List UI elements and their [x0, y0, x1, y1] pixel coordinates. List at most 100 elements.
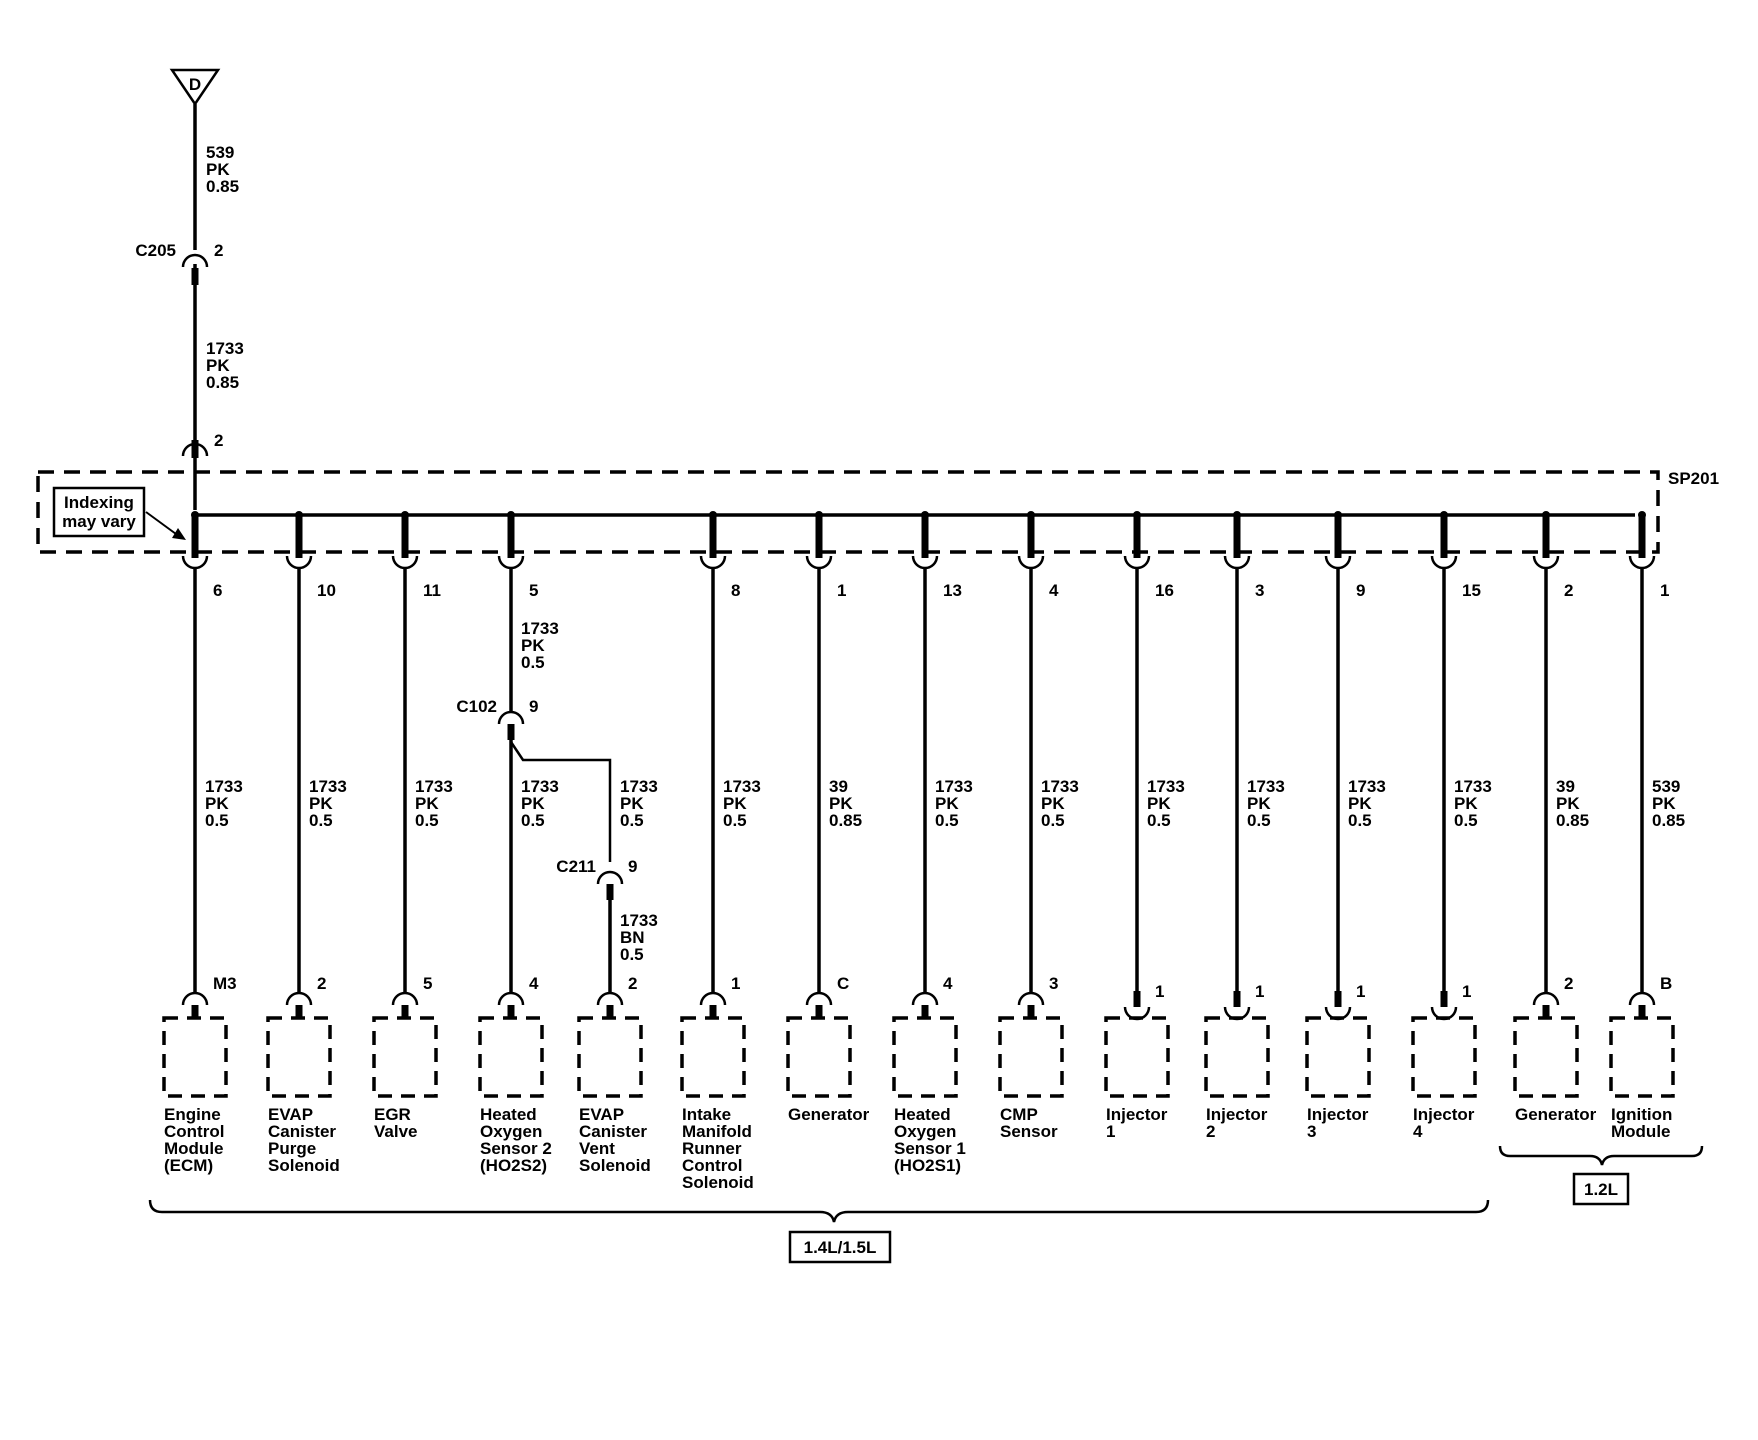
c211-name: C211	[556, 857, 596, 876]
component-box	[266, 1016, 332, 1098]
ground-label: D	[189, 75, 201, 94]
connector-c211: C211 9	[556, 857, 637, 876]
component-label-line: 3	[1307, 1122, 1316, 1141]
component-label-line: Runner	[682, 1139, 742, 1158]
c205-name: C205	[135, 241, 176, 260]
component-pin-label: 2	[628, 974, 637, 993]
component-label-line: Module	[1611, 1122, 1671, 1141]
component-pin-label: 2	[317, 974, 326, 993]
group-brace-a: 1.4L/1.5L	[148, 1199, 1490, 1264]
ho2s2-upper-circuit: 1733	[521, 619, 559, 638]
splice-pin-label: 9	[1356, 581, 1365, 600]
wire-label-line: 0.85	[829, 811, 862, 830]
wire-label-line: PK	[309, 794, 333, 813]
component-cup	[285, 991, 313, 1006]
wire-label-line: 0.5	[1041, 811, 1065, 830]
ground-symbol: D	[169, 68, 221, 107]
splice-pin-label: 5	[529, 581, 538, 600]
component-box	[998, 1016, 1064, 1098]
component-label-line: EVAP	[579, 1105, 624, 1124]
wire-label-line: 0.5	[935, 811, 959, 830]
component-label-line: Manifold	[682, 1122, 752, 1141]
wire-label-line: 0.85	[1556, 811, 1589, 830]
component-pin-label: 4	[529, 974, 539, 993]
component-pin-label: C	[837, 974, 849, 993]
top-wire-gauge: 0.85	[206, 177, 239, 196]
wire-label-line: 0.5	[1247, 811, 1271, 830]
component-label-line: 4	[1413, 1122, 1423, 1141]
component-label: Generator	[1515, 1105, 1597, 1124]
wire-label-line: PK	[1454, 794, 1478, 813]
component-label-line: Sensor	[1000, 1122, 1058, 1141]
component-cup	[1017, 991, 1045, 1006]
component-box	[1204, 1016, 1270, 1098]
wire-label-line: PK	[935, 794, 959, 813]
splice-pin-label: 6	[213, 581, 222, 600]
component-label-line: Control	[164, 1122, 224, 1141]
component-label-line: Ignition	[1611, 1105, 1672, 1124]
component-label-line: Generator	[1515, 1105, 1597, 1124]
component-label-line: Solenoid	[268, 1156, 340, 1175]
component-label-line: Canister	[579, 1122, 647, 1141]
wire-label-line: 1733	[309, 777, 347, 796]
component-label-line: Heated	[894, 1105, 951, 1124]
wire-label-line: 0.5	[1454, 811, 1478, 830]
wire-label-line: 1733	[1454, 777, 1492, 796]
component-label-line: Intake	[682, 1105, 731, 1124]
wire-label-line: 1733	[1147, 777, 1185, 796]
component-pin-label: 2	[1564, 974, 1573, 993]
c102-pin: 9	[529, 697, 538, 716]
component-box	[372, 1016, 438, 1098]
component-label-line: (ECM)	[164, 1156, 213, 1175]
wire-label-line: 1733	[205, 777, 243, 796]
c102-name: C102	[456, 697, 497, 716]
component-box	[1609, 1016, 1675, 1098]
component-label-line: Solenoid	[682, 1173, 754, 1192]
component-box	[1305, 1016, 1371, 1098]
wire-label-line: 0.85	[1652, 811, 1685, 830]
component-label-line: Sensor 2	[480, 1139, 552, 1158]
component-pin-label: 1	[1462, 982, 1471, 1001]
ho2s2-upper-color: PK	[521, 636, 545, 655]
component-label-line: Purge	[268, 1139, 316, 1158]
component-label-line: Oxygen	[894, 1122, 956, 1141]
component-box	[1411, 1016, 1477, 1098]
wire-label-line: 1733	[723, 777, 761, 796]
splice-pin-label: 4	[1049, 581, 1059, 600]
top-wire-color: PK	[206, 160, 230, 179]
connector-c205: C205 2	[135, 241, 223, 285]
component-label-line: Engine	[164, 1105, 221, 1124]
evap-lower-color: BN	[620, 928, 645, 947]
splice-pin-label: 13	[943, 581, 962, 600]
splice-name: SP201	[1668, 469, 1719, 488]
splice-entry-pin: 2	[181, 431, 223, 458]
group-b-label: 1.2L	[1584, 1180, 1618, 1199]
component-label-line: CMP	[1000, 1105, 1038, 1124]
wire-label-line: 0.5	[1348, 811, 1372, 830]
component-pin-label: 4	[943, 974, 953, 993]
component-label-line: Sensor 1	[894, 1139, 966, 1158]
splice-pin-label: 1	[1660, 581, 1669, 600]
component-box	[162, 1016, 228, 1098]
wire-label-line: PK	[1041, 794, 1065, 813]
